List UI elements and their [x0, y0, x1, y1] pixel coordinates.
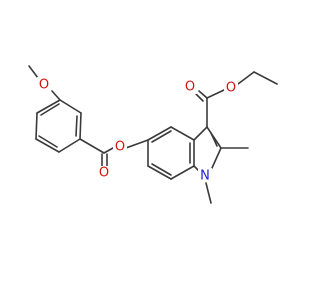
atom-o-carbonyl-aryl-ester: O: [99, 166, 109, 181]
bond-c3-oethyl: [206, 89, 225, 99]
bond-in5: [147, 165, 172, 180]
atom-o-carbonyl-ethyl-ester: O: [185, 80, 195, 95]
bond-py2: [206, 126, 222, 149]
bond-c3-co-a: [198, 90, 208, 99]
bond-oester-indole: [125, 139, 149, 149]
bond-in4: [170, 165, 195, 180]
bond-ar-carbonyl: [79, 138, 105, 154]
bond-py2-inner: [210, 132, 218, 147]
atom-o-methoxy: O: [39, 78, 49, 93]
bond-ar3: [58, 138, 81, 153]
bond-py3: [211, 147, 222, 169]
bond-c-oester: [103, 147, 114, 154]
bond-methyl-o: [28, 65, 39, 79]
bond-oethyl-ch2: [237, 71, 255, 85]
bond-ar6-inner: [40, 103, 60, 116]
bonds: [28, 65, 278, 204]
bond-ar2-inner: [75, 115, 78, 137]
bond-ar1: [59, 99, 82, 114]
bond-ar6: [36, 99, 61, 114]
bond-c3-co-b: [195, 93, 204, 102]
atom-labels: O O O O O N: [37, 77, 238, 184]
bond-ar4: [35, 138, 60, 153]
bond-in1: [147, 126, 172, 141]
bond-o-ring: [51, 90, 61, 101]
bond-in2: [170, 126, 195, 141]
molecule-structure-diagram: O O O O O N: [28, 65, 278, 204]
bond-py1: [193, 126, 208, 141]
bond-in5-inner: [151, 163, 172, 176]
bond-ar2: [79, 112, 82, 140]
bond-ar5: [35, 112, 38, 140]
atom-o-ester-aryl: O: [115, 140, 125, 155]
bond-in1-inner: [151, 130, 172, 143]
bond-n-methyl: [205, 182, 212, 204]
atom-o-ester-ethyl: O: [226, 81, 236, 96]
atom-n-indole: N: [200, 169, 210, 184]
bond-ch2-ch3: [253, 71, 278, 85]
bond-ar4-inner: [38, 135, 58, 148]
